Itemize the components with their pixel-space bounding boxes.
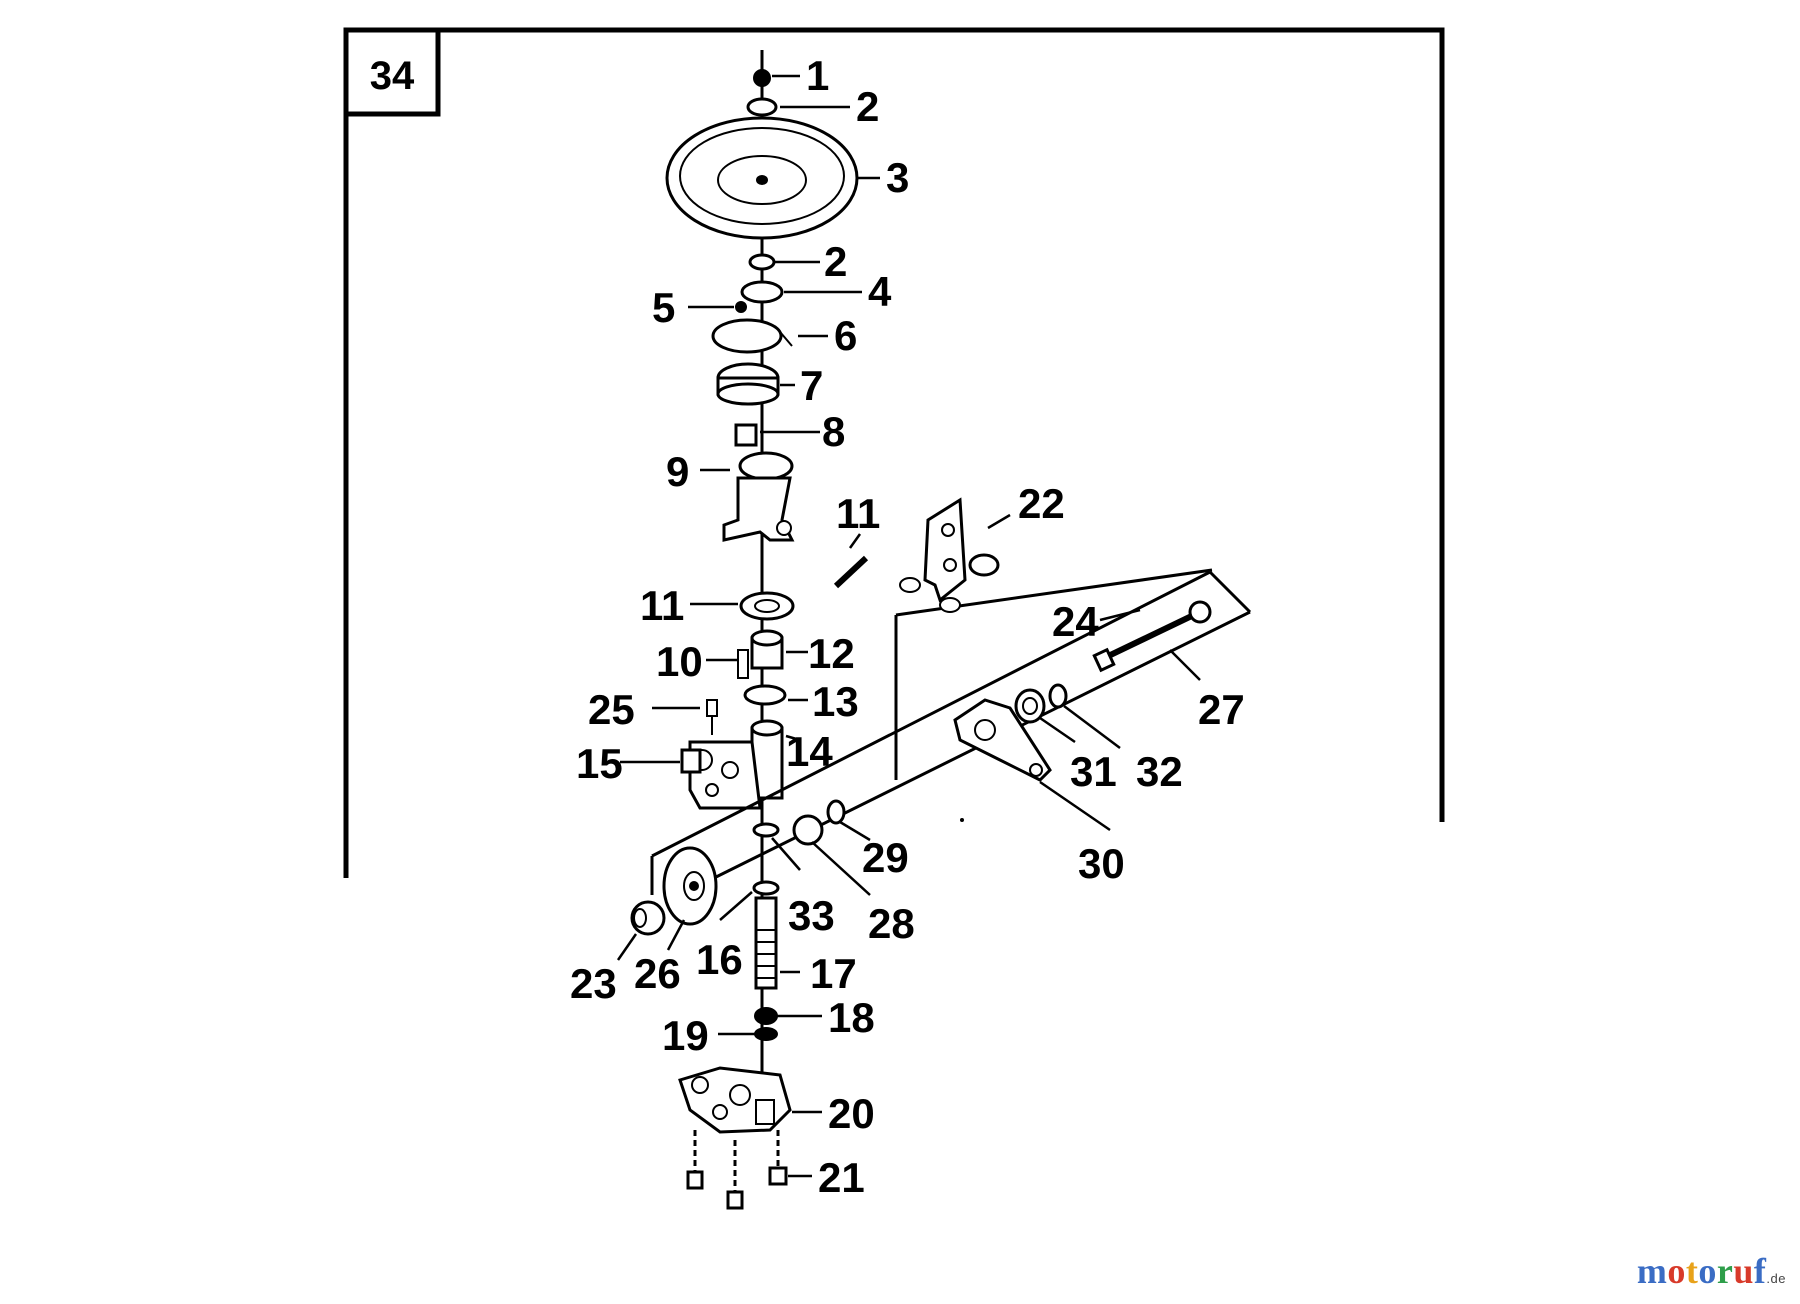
watermark-letter: o: [1698, 1251, 1717, 1291]
watermark-logo: motoruf.de: [1637, 1250, 1786, 1292]
figure-number: 34: [370, 54, 415, 98]
leader-lines: [616, 74, 1201, 1178]
callout-11: 11: [836, 490, 880, 537]
washer-19-part: [754, 1027, 778, 1041]
callout-21: 21: [818, 1154, 865, 1201]
clip-part: [737, 649, 749, 679]
watermark-letter: t: [1685, 1251, 1699, 1291]
washer-13-part: [743, 684, 787, 706]
worm-shaft-part: [754, 896, 778, 990]
rod-27-part: [1092, 600, 1212, 673]
callout-9: 9: [666, 448, 689, 495]
gear-26-part: [662, 846, 718, 926]
watermark-letter: u: [1733, 1251, 1754, 1291]
bolts-21-part: [686, 1130, 788, 1210]
watermark-tld: .de: [1766, 1271, 1786, 1286]
watermark-text: motoruf: [1637, 1251, 1767, 1291]
callout-23: 23: [570, 960, 617, 1007]
callout-13: 13: [812, 678, 859, 725]
washer-29-part: [826, 799, 846, 825]
callout-15: 15: [576, 740, 623, 787]
watermark-letter: r: [1716, 1251, 1734, 1291]
washer-lower-part: [748, 253, 776, 271]
callout-32: 32: [1136, 748, 1183, 795]
screw-25-part: [706, 699, 718, 735]
callout-10: 10: [656, 638, 703, 685]
washer-part: [746, 97, 778, 117]
key-part: [833, 555, 869, 589]
lever-plate-part: [953, 698, 1052, 782]
washer-18-part: [754, 1007, 778, 1025]
callout-8: 8: [822, 408, 845, 455]
lower-housing-part: [678, 1066, 792, 1134]
callout-19: 19: [662, 1012, 709, 1059]
callout-24: 24: [1052, 598, 1099, 645]
callout-29: 29: [862, 834, 909, 881]
bracket-plate-part: [711, 318, 793, 354]
callout-2b: 2: [824, 238, 847, 285]
washer-33-part: [752, 822, 780, 838]
callout-26: 26: [634, 950, 681, 997]
collar-part: [750, 629, 784, 670]
callout-1: 1: [806, 52, 829, 99]
callout-6: 6: [834, 312, 857, 359]
watermark-letter: o: [1667, 1251, 1686, 1291]
watermark-letter: m: [1636, 1251, 1668, 1291]
callout-18: 18: [828, 994, 875, 1041]
callout-22: 22: [1018, 480, 1065, 527]
callout-33: 33: [788, 892, 835, 939]
watermark-letter: f: [1753, 1251, 1767, 1291]
callout-20: 20: [828, 1090, 875, 1137]
bushing-28-part: [792, 814, 824, 846]
pulley-part: [665, 116, 859, 240]
washer-32-part: [1048, 683, 1068, 709]
bearing-part: [716, 362, 780, 406]
callout-4: 4: [868, 268, 892, 315]
gearbox-housing-part: [688, 719, 784, 810]
bushing-part: [734, 423, 758, 447]
pin-part: [735, 301, 747, 313]
seal-ring-part: [739, 591, 795, 621]
diagram-frame: 34: [343, 27, 1445, 878]
washer-16-part: [752, 880, 780, 896]
callout-14: 14: [786, 728, 833, 775]
bracket-22-part: [899, 497, 1000, 613]
housing-part: [722, 451, 795, 542]
bearing-31-part: [1014, 688, 1046, 724]
callout-12: 12: [808, 630, 855, 677]
callout-28: 28: [868, 900, 915, 947]
spacer-part: [740, 280, 784, 304]
callout-31: 31: [1070, 748, 1117, 795]
callout-3: 3: [886, 154, 909, 201]
nut-part: [753, 69, 771, 87]
axle-tube-part: [650, 568, 1252, 895]
bushing-23-part: [630, 900, 666, 936]
callout-17: 17: [810, 950, 857, 997]
callout-labels: 1 2 3 2 4 5 6 7 8 9 11 22 11 24 10 12 27…: [570, 52, 1245, 1201]
figure-number-box: [343, 27, 441, 117]
callout-16: 16: [696, 936, 743, 983]
callout-5: 5: [652, 284, 675, 331]
callout-25: 25: [588, 686, 635, 733]
stray-dot: [960, 818, 964, 822]
callout-30: 30: [1078, 840, 1125, 887]
callout-11b: 11: [640, 582, 684, 629]
callout-2: 2: [856, 83, 879, 130]
callout-27: 27: [1198, 686, 1245, 733]
callout-7: 7: [800, 362, 823, 409]
mount-block-part: [680, 748, 702, 774]
